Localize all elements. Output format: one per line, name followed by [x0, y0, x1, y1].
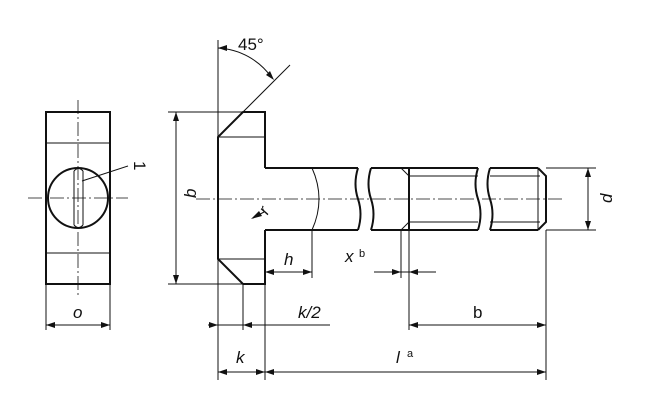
- thread-runout-top: [400, 167, 410, 177]
- thread-end-chamfer: [537, 167, 547, 231]
- side-view: 1 o: [28, 100, 149, 330]
- callout-leader: [81, 165, 129, 182]
- thread-runout-bottom: [400, 221, 410, 231]
- b-arrow-bottom: [173, 275, 179, 284]
- b-arrow-top: [173, 112, 179, 121]
- o-arrow-right: [101, 322, 110, 328]
- front-view: [196, 111, 562, 285]
- d-arrow-top: [585, 168, 591, 177]
- d-arrow-bottom: [585, 221, 591, 230]
- break-line-2: [367, 167, 375, 231]
- o-arrow-left: [46, 322, 55, 328]
- x-arrow-right: [409, 269, 418, 275]
- r-arrow: [251, 211, 262, 219]
- b-thread-label: b: [473, 303, 482, 322]
- k-arrow-left: [218, 369, 227, 375]
- k-half-label: k/2: [298, 303, 321, 322]
- x-label: x: [344, 247, 354, 266]
- dimensions: 45° b r h x b d: [168, 35, 616, 380]
- angle-arrow-left: [218, 45, 227, 51]
- angle-arrow-right: [266, 71, 274, 80]
- angle-label: 45°: [238, 35, 264, 54]
- k-half-arrow-right: [243, 322, 252, 328]
- callout-number: 1: [130, 161, 149, 170]
- h-label: h: [284, 250, 293, 269]
- l-arrow-left: [265, 369, 274, 375]
- k-arrow-right: [256, 369, 265, 375]
- x-arrow-left: [392, 269, 401, 275]
- b-head-label: b: [181, 189, 200, 198]
- slot-end-top: [73, 168, 84, 172]
- b-thread-arrow-right: [537, 322, 546, 328]
- h-arrow-left: [265, 269, 274, 275]
- x-superscript: b: [359, 248, 365, 260]
- head-outline: [217, 111, 266, 285]
- o-label: o: [73, 303, 82, 322]
- k-half-arrow-left: [209, 322, 218, 328]
- k-label: k: [236, 348, 246, 367]
- l-label: l: [396, 348, 401, 367]
- angle-extension-chamfer: [242, 64, 291, 113]
- slot-end-bottom: [73, 224, 84, 228]
- d-label: d: [597, 193, 616, 203]
- h-arrow-right: [303, 269, 312, 275]
- l-superscript: a: [407, 348, 414, 360]
- l-arrow-right: [537, 369, 546, 375]
- b-thread-arrow-left: [409, 322, 418, 328]
